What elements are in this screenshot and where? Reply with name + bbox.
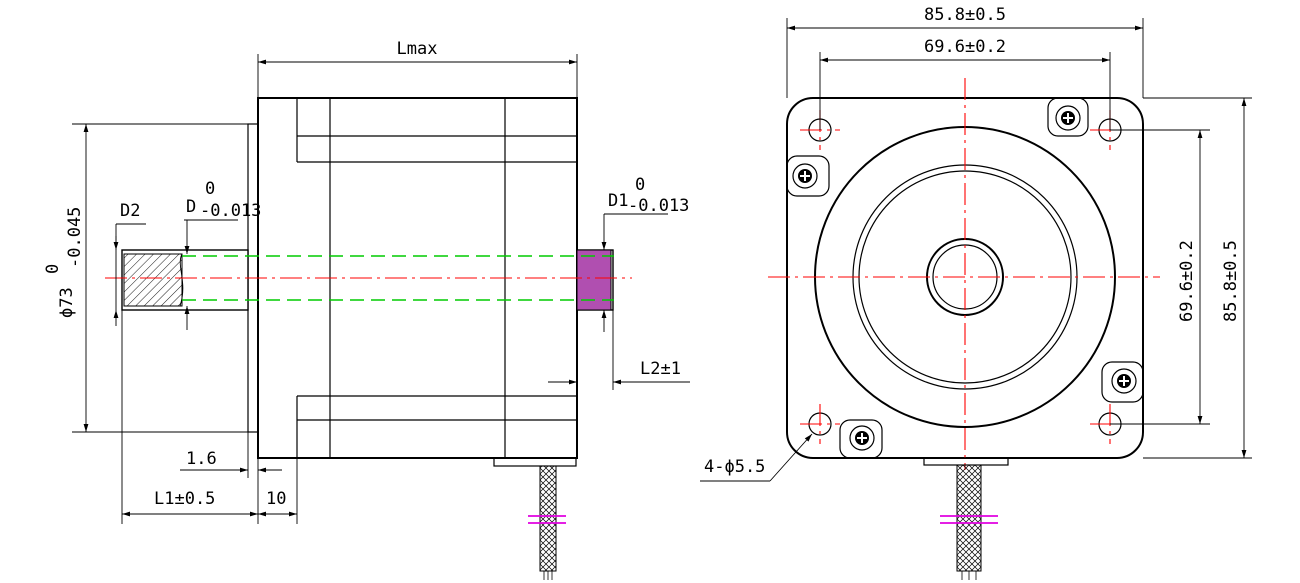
- d-tol-upper: 0: [205, 179, 215, 199]
- screw-boss-2: [1047, 97, 1089, 137]
- front-shaft: [121, 249, 249, 311]
- dim-d: D 0 -0.013: [184, 179, 261, 330]
- cable-connector: [493, 457, 577, 467]
- dim-l2: L2±1: [548, 310, 690, 390]
- svg-text:ϕ73: ϕ73: [57, 287, 77, 318]
- dim-d1: D1 0 -0.013: [601, 175, 689, 332]
- dim-l1: L1±0.5 10: [121, 310, 298, 524]
- front-connector: [923, 457, 1009, 466]
- side-cable: [528, 465, 566, 580]
- hole-note-label: 4-ϕ5.5: [704, 457, 765, 477]
- screw-boss-1: [786, 155, 830, 197]
- l2-label: L2±1: [640, 359, 681, 379]
- dim-1-6-label: 1.6: [186, 449, 217, 469]
- d1-tol-lower: -0.013: [628, 196, 689, 216]
- d-main: D: [186, 197, 196, 217]
- width-holes-label: 69.6±0.2: [924, 37, 1006, 57]
- lmax-label: Lmax: [397, 39, 438, 59]
- dim-height-outer: 85.8±0.5: [1143, 97, 1252, 459]
- rear-shaft-key: [576, 249, 612, 311]
- front-view: 85.8±0.5 69.6±0.2 69.6±0.2 85.8±0.5 4-ϕ5…: [700, 5, 1252, 580]
- screw-boss-4: [839, 419, 883, 459]
- dim-hole-note: 4-ϕ5.5: [700, 433, 813, 482]
- dim-lmax: Lmax: [257, 39, 578, 98]
- phi-tol-upper: 0: [43, 264, 63, 274]
- dim-width-holes: 69.6±0.2: [819, 37, 1111, 130]
- dim-width-outer: 85.8±0.5: [786, 5, 1144, 98]
- dim-phi73: ϕ73 0 -0.045: [43, 123, 248, 433]
- front-cable: [940, 464, 998, 580]
- dim-d2: D2: [113, 201, 146, 326]
- d2-label: D2: [120, 201, 140, 221]
- shaft-hatch: [123, 253, 183, 307]
- d-tol-lower: -0.013: [200, 201, 261, 221]
- phi-tol-lower: -0.045: [65, 207, 85, 268]
- l1-label: L1±0.5: [154, 489, 215, 509]
- phi-main: ϕ73: [57, 287, 77, 318]
- d1-main: D1: [608, 191, 628, 211]
- hidden-lines: [182, 255, 614, 301]
- dim-height-holes: 69.6±0.2: [1110, 129, 1210, 425]
- side-view: Lmax ϕ73 0 -0.045 D2 D 0 -0.013: [43, 39, 690, 580]
- dim-10-label: 10: [266, 489, 286, 509]
- dim-1-6: 1.6: [180, 432, 282, 478]
- height-outer-label: 85.8±0.5: [1221, 240, 1241, 322]
- width-outer-label: 85.8±0.5: [924, 5, 1006, 25]
- height-holes-label: 69.6±0.2: [1177, 240, 1197, 322]
- screw-boss-3: [1101, 361, 1144, 403]
- d1-tol-upper: 0: [635, 175, 645, 195]
